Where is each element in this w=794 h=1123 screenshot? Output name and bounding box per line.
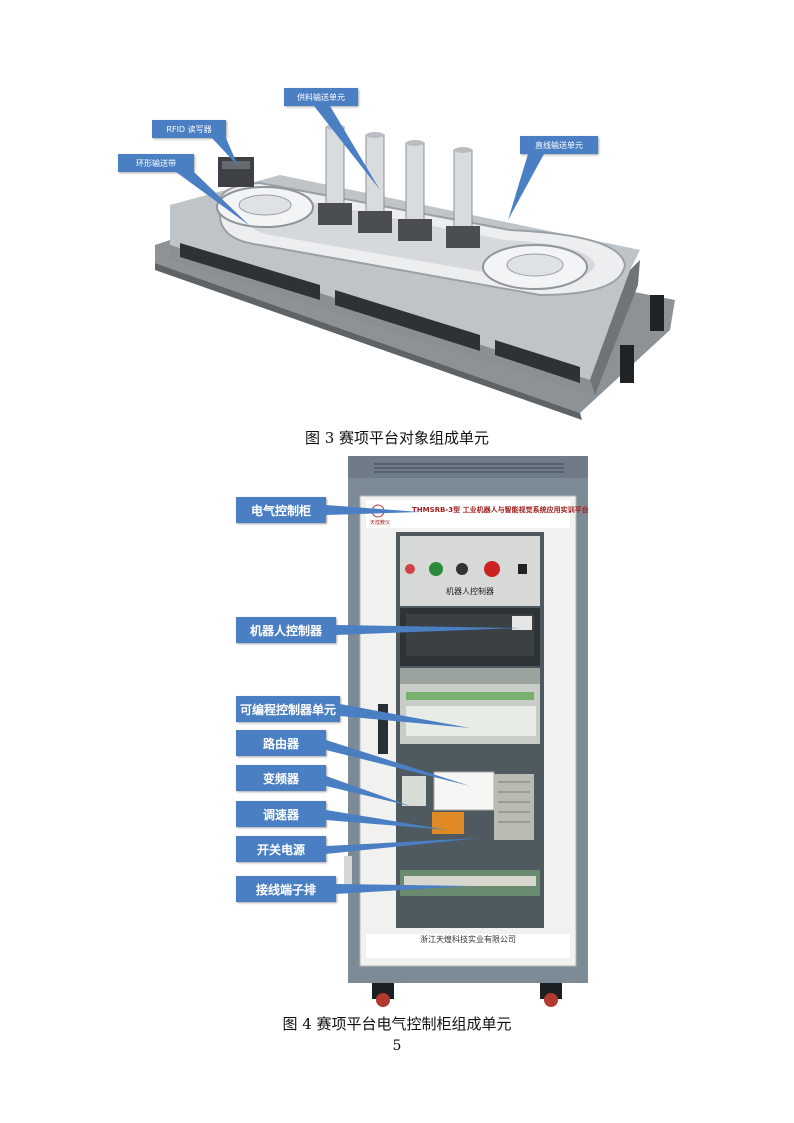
figure4-caption: 图 4 赛项平台电气控制柜组成单元 bbox=[282, 1015, 512, 1033]
callout-rfid-reader: RFID 读写器 bbox=[152, 120, 226, 138]
callout-router: 路由器 bbox=[236, 730, 326, 756]
callout-plc-unit: 可编程控制器单元 bbox=[236, 696, 340, 722]
figure4-cabinet-illustration bbox=[344, 456, 588, 1007]
figure3-pointer-arrows bbox=[176, 106, 544, 226]
callout-electrical-cabinet: 电气控制柜 bbox=[236, 497, 326, 523]
callout-switching-psu: 开关电源 bbox=[236, 836, 326, 862]
callout-vfd: 变频器 bbox=[236, 765, 326, 791]
callout-linear-unit: 直线输送单元 bbox=[520, 136, 598, 154]
cabinet-title: THMSRB-3型 工业机器人与智能视觉系统应用实训平台 bbox=[412, 506, 589, 514]
callout-ring-conveyor: 环形输送带 bbox=[118, 154, 194, 172]
callout-feed-unit: 供料输送单元 bbox=[284, 88, 358, 106]
figure3-caption: 图 3 赛项平台对象组成单元 bbox=[304, 429, 490, 447]
callout-terminal-block: 接线端子排 bbox=[236, 876, 336, 902]
figure3-platform-illustration bbox=[155, 124, 675, 420]
cabinet-brand: 天煌教仪 bbox=[370, 520, 391, 526]
callout-robot-controller: 机器人控制器 bbox=[236, 617, 336, 643]
callout-speed-controller: 调速器 bbox=[236, 801, 326, 827]
page-number: 5 bbox=[392, 1038, 402, 1054]
figure4-pointer-arrows bbox=[326, 505, 520, 894]
robot-panel-label: 机器人控制器 bbox=[446, 587, 494, 596]
company-name: 浙江天煌科技实业有限公司 bbox=[420, 935, 516, 944]
